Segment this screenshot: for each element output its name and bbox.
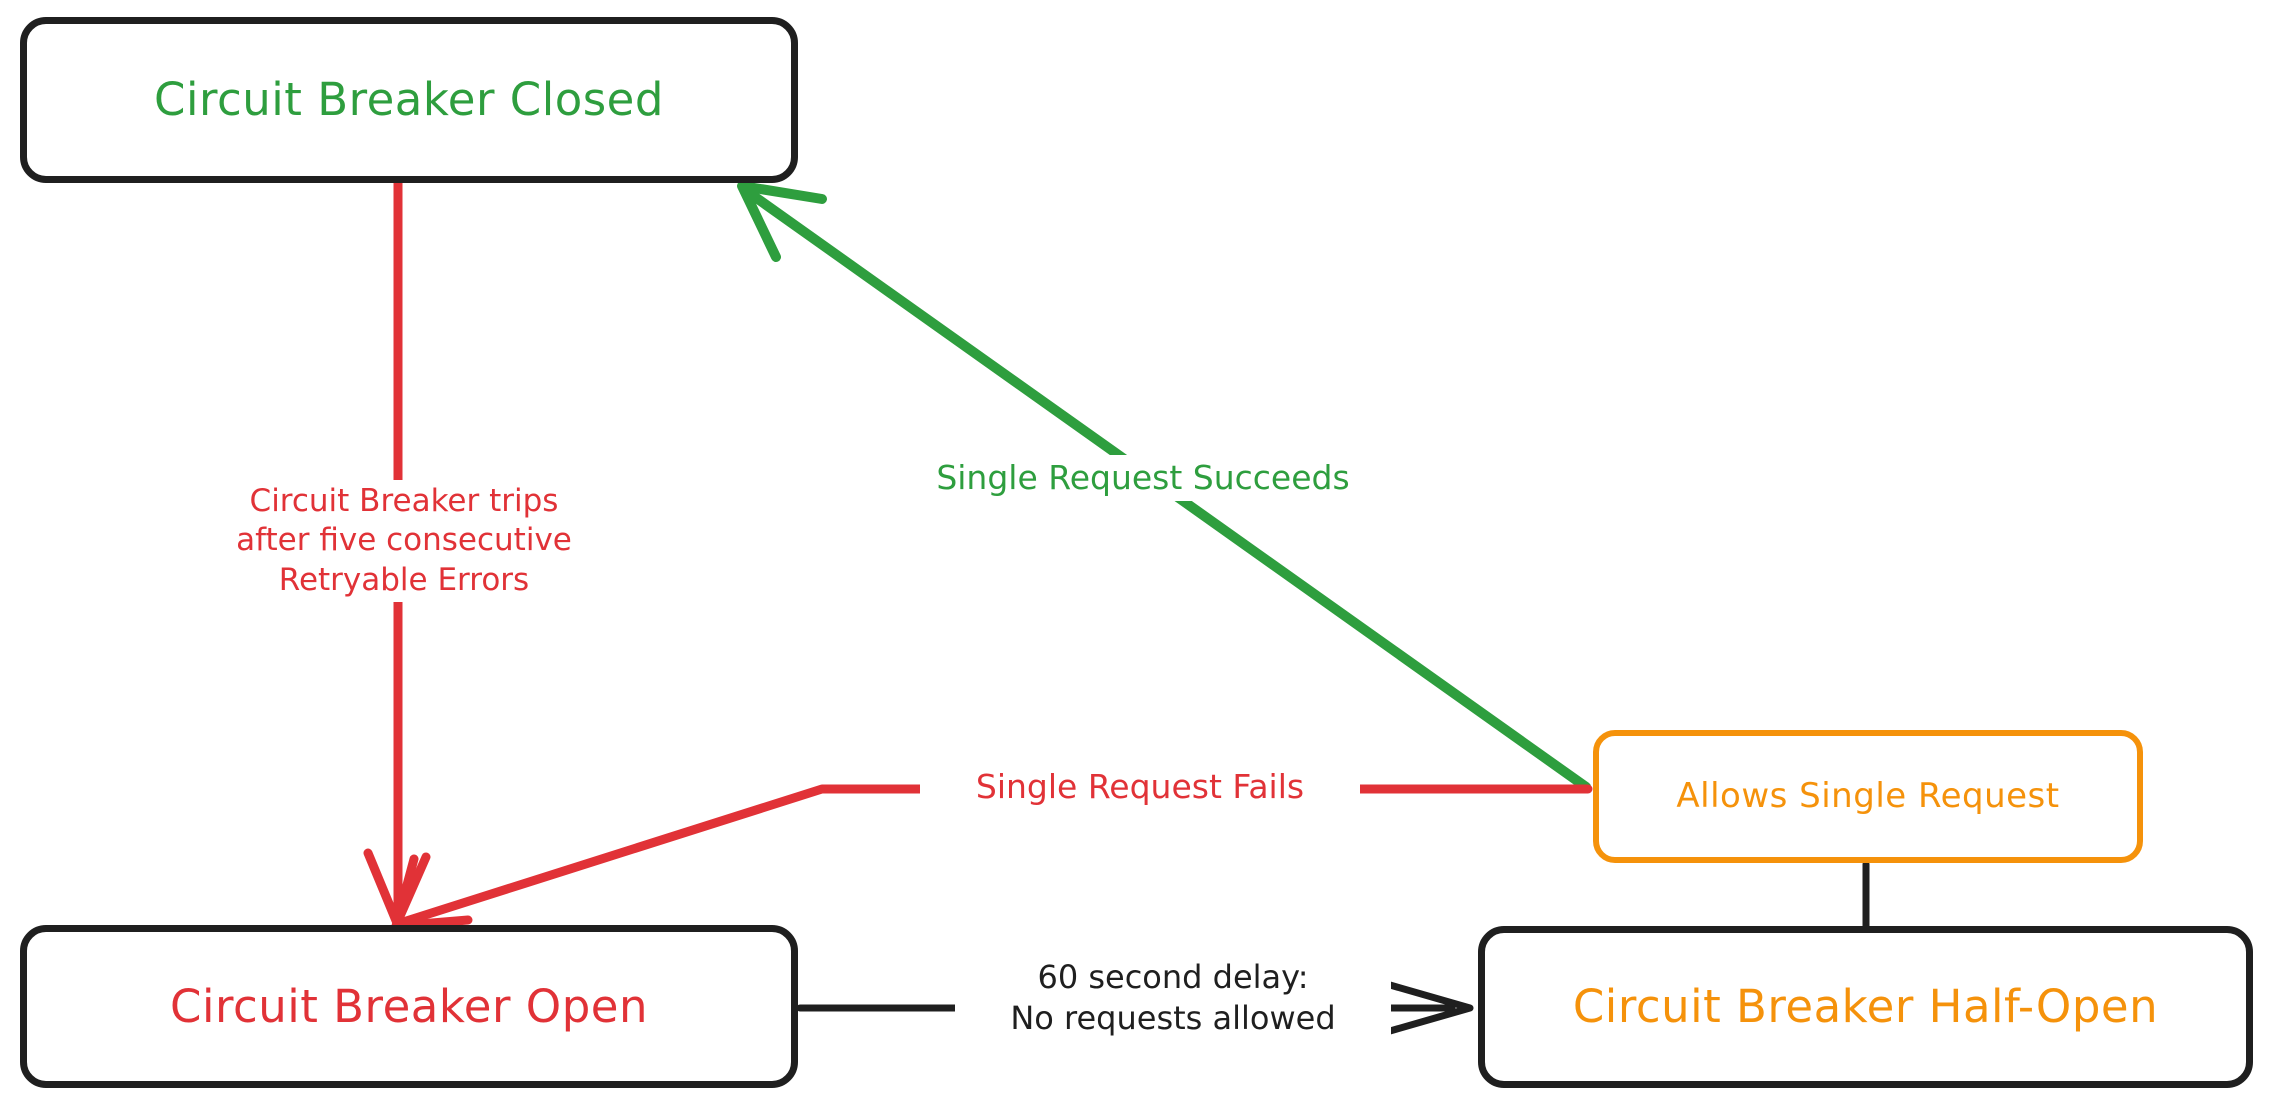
edge-label-line: Single Request Succeeds xyxy=(936,458,1350,497)
edge-label-single-request-succeeds: Single Request Succeeds xyxy=(880,455,1406,501)
edge-label-60-second-delay: 60 second delay: No requests allowed xyxy=(955,955,1391,1041)
edge-label-line: No requests allowed xyxy=(1010,998,1336,1037)
state-node-label: Allows Single Request xyxy=(1676,775,2060,816)
state-node-circuit-breaker-closed[interactable]: Circuit Breaker Closed xyxy=(20,17,798,183)
state-node-label: Circuit Breaker Open xyxy=(170,979,648,1033)
edge-label-single-request-fails: Single Request Fails xyxy=(920,763,1360,811)
state-node-circuit-breaker-half-open[interactable]: Circuit Breaker Half-Open xyxy=(1478,926,2253,1088)
edge-label-line: Retryable Errors xyxy=(278,561,530,598)
edge-label-line: 60 second delay: xyxy=(1037,958,1309,996)
edge-label-line: after five consecutive xyxy=(236,522,572,559)
state-node-label: Circuit Breaker Closed xyxy=(154,73,664,127)
state-node-label: Circuit Breaker Half-Open xyxy=(1572,980,2159,1034)
edge-label-line: Single Request Fails xyxy=(975,767,1305,806)
state-node-circuit-breaker-open[interactable]: Circuit Breaker Open xyxy=(20,925,798,1088)
edge-label-circuit-breaker-trips: Circuit Breaker trips after five consecu… xyxy=(168,480,640,603)
state-node-allows-single-request[interactable]: Allows Single Request xyxy=(1593,730,2143,863)
edge-label-line: Circuit Breaker trips xyxy=(249,483,559,519)
